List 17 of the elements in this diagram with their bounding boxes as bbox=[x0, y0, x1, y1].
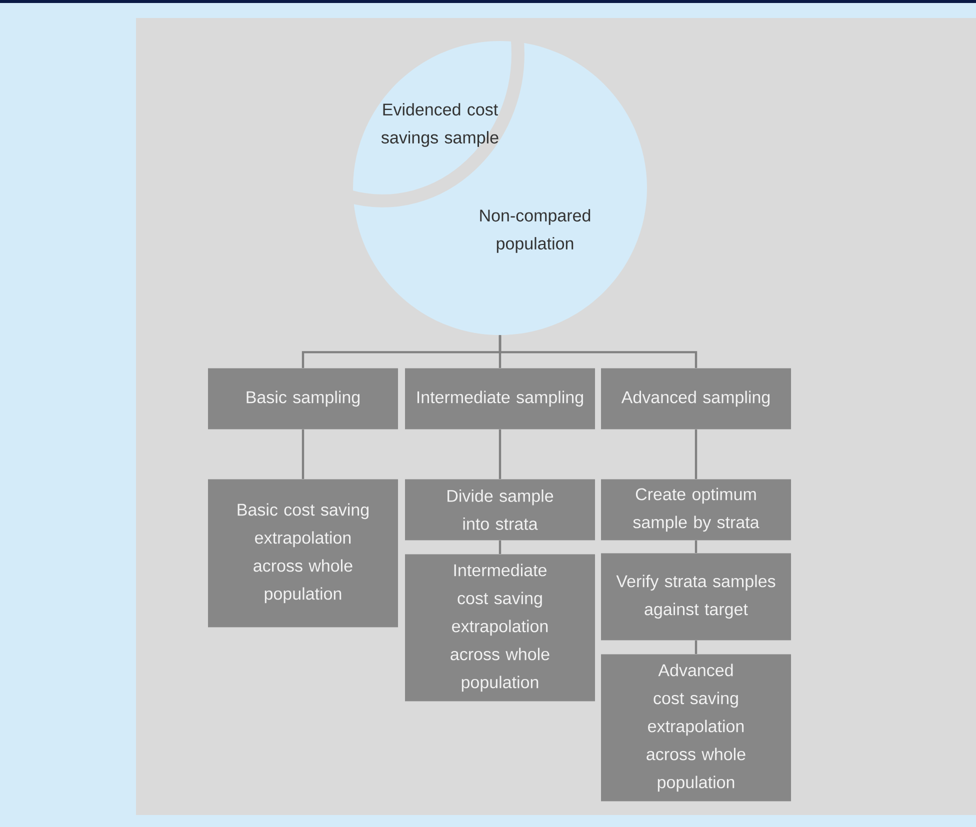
process-box: Verify strata samples against target bbox=[601, 553, 791, 640]
process-box: Advanced sampling bbox=[601, 368, 791, 430]
connector-line bbox=[302, 429, 304, 479]
process-box: Divide sample into strata bbox=[405, 479, 595, 540]
process-box: Advanced cost saving extrapolation across whole population bbox=[601, 654, 791, 802]
connector-line bbox=[694, 640, 698, 654]
connector-line bbox=[694, 429, 698, 479]
connector-line bbox=[498, 429, 502, 479]
process-box: Create optimum sample by strata bbox=[601, 479, 791, 540]
connector-line bbox=[498, 335, 698, 368]
sample-segment: Evidenced cost savings sample bbox=[346, 36, 524, 207]
process-box: Intermediate sampling bbox=[405, 368, 595, 430]
process-box: Basic sampling bbox=[208, 368, 398, 430]
process-box: Intermediate cost saving extrapolation across whole population bbox=[405, 554, 595, 702]
connector-line bbox=[498, 540, 502, 554]
process-box: Basic cost saving extrapolation across whole population bbox=[208, 479, 398, 628]
connector-line bbox=[694, 540, 698, 553]
